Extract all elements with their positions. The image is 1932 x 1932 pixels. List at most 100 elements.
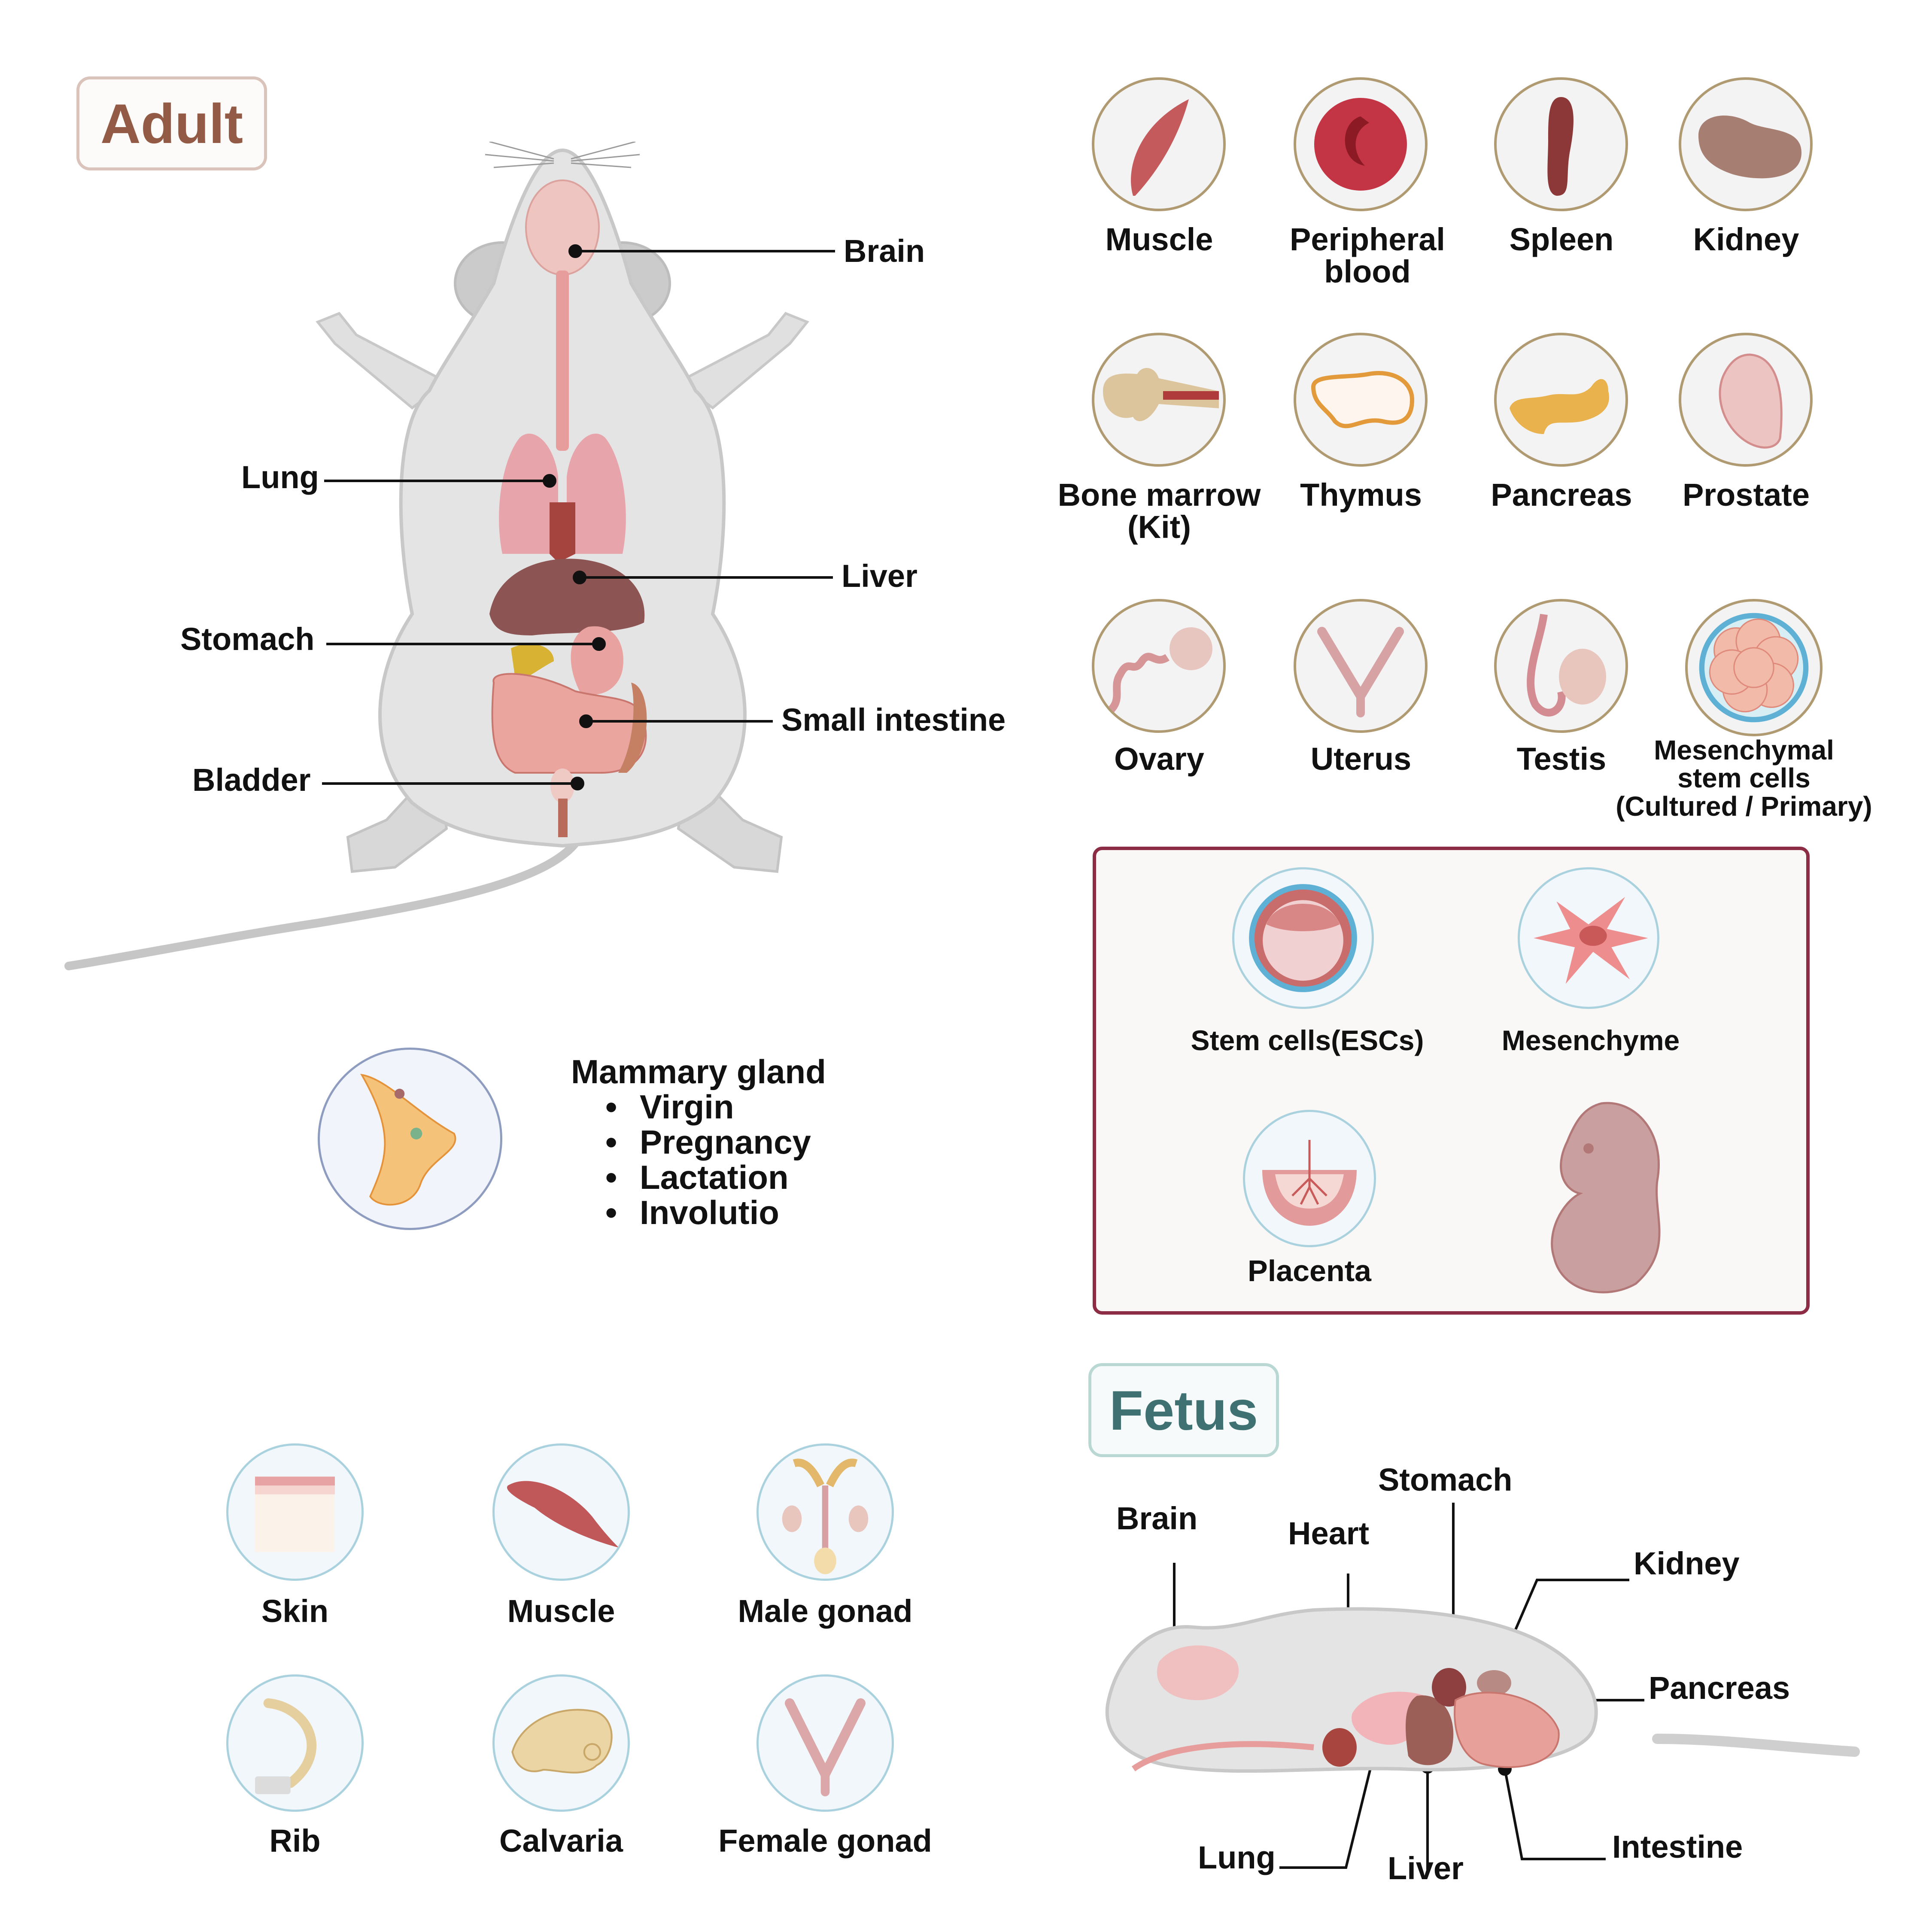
muscle-icon [507,1481,619,1548]
tissue-circle-testis[interactable] [1494,599,1628,733]
adult-spinal-cord [556,270,569,451]
adult-label-small-intestine: Small intestine [781,702,1006,738]
pancreas-icon [1510,379,1609,434]
embryonic-label-stem-cells: Stem cells(ESCs) [1191,1024,1424,1056]
adult-label-stomach: Stomach [180,621,315,657]
tissue-circle-uterus[interactable] [1294,599,1428,733]
embryonic-panel [1093,847,1810,1315]
fetus-label-heart: Heart [1288,1516,1370,1551]
adult-bladder [550,769,574,803]
fetus-badge: Fetus [1088,1363,1279,1457]
tissue-label-prostate: Prostate [1682,477,1810,513]
embryonic-circle-stem-cells[interactable] [1232,867,1374,1009]
muscle-icon [1131,99,1189,196]
female-gonad-icon [784,1698,866,1796]
spleen-icon [1547,97,1574,196]
adult-badge-label: Adult [100,92,243,155]
tissue-circle-muscle[interactable] [1092,77,1226,211]
mouse-body [378,148,747,848]
tissue-circle-kidney[interactable] [1679,77,1813,211]
neonatal-circle-muscle[interactable] [492,1443,630,1581]
embryonic-label-placenta: Placenta [1248,1254,1371,1288]
neonatal-circle-skin[interactable] [226,1443,364,1581]
neonatal-label-male-gonad: Male gonad [738,1593,913,1629]
tissue-label-peripheral-blood: Peripheral blood [1290,222,1445,290]
rib-icon [255,1698,317,1794]
thymus-icon [1311,371,1415,428]
neonatal-label-rib: Rib [269,1823,321,1859]
mesenchymal-cell-icon [1534,897,1648,984]
mammary-gland-circle[interactable] [318,1048,502,1230]
tissue-circle-peripheral-blood[interactable] [1294,77,1428,211]
embryonic-circle-placenta[interactable] [1243,1110,1376,1247]
tissue-circle-prostate[interactable] [1679,333,1813,467]
tissue-circle-spleen[interactable] [1494,77,1628,211]
placenta-icon [1262,1140,1357,1226]
blastocyst-icon [1249,884,1357,992]
adult-stomach [571,626,623,695]
tissue-circle-pancreas[interactable] [1494,333,1628,467]
fetus-heart [1322,1728,1357,1767]
fetus-label-liver: Liver [1388,1850,1464,1886]
stem-cell-cluster-icon [1699,613,1809,723]
mammary-stage-list: Virgin Pregnancy Lactation Involutio [571,1089,826,1230]
tissue-circle-ovary[interactable] [1092,599,1226,733]
mammary-stage-item: Lactation [605,1160,826,1195]
mouse-tail [64,833,584,970]
fetus-label-stomach: Stomach [1378,1462,1513,1498]
tissue-label-muscle: Muscle [1105,222,1213,257]
fetus-liver [1406,1695,1454,1765]
embryo-illustration [1524,1095,1687,1301]
neonatal-circle-calvaria[interactable] [492,1674,630,1812]
embryonic-label-mesenchyme: Mesenchyme [1501,1024,1680,1056]
adult-label-lung: Lung [241,459,319,495]
tissue-circle-mesenchymal-stem-cells[interactable] [1685,599,1823,736]
tissue-label-thymus: Thymus [1300,477,1422,513]
tissue-label-kidney: Kidney [1693,222,1799,257]
tissue-label-ovary: Ovary [1114,741,1204,777]
fetus-illustration [1099,1589,1863,1829]
embryo-icon [1551,1102,1661,1294]
fetus-spinal [1131,1741,1314,1771]
fetus-kidney [1477,1670,1511,1696]
adult-lung [499,434,558,554]
fetus-brain [1157,1645,1239,1700]
adult-mouse-illustration [60,142,876,979]
tissue-label-bone-marrow: Bone marrow (Kit) [1057,477,1261,545]
fetus-stomach [1432,1668,1466,1707]
uterus-icon [1317,627,1404,717]
mammary-gland-icon [360,1073,456,1206]
bone-marrow-icon [1103,368,1219,421]
adult-brain [525,179,600,276]
neonatal-circle-male-gonad[interactable] [756,1443,894,1581]
tissue-label-mesenchymal-stem-cells: Mesenchymal stem cells (Cultured / Prima… [1616,735,1872,822]
tissue-circle-bone-marrow[interactable] [1092,333,1226,467]
fetus-label-intestine: Intestine [1612,1829,1743,1865]
mammary-stage-item: Pregnancy [605,1124,826,1160]
fetus-label-kidney: Kidney [1634,1546,1740,1581]
neonatal-circle-rib[interactable] [226,1674,364,1812]
neonatal-circle-female-gonad[interactable] [756,1674,894,1812]
tissue-circle-thymus[interactable] [1294,333,1428,467]
fetus-tail [1652,1734,1860,1757]
fetus-label-pancreas: Pancreas [1649,1670,1790,1706]
skull-icon [511,1709,613,1774]
tissue-label-testis: Testis [1516,741,1607,777]
tissue-label-spleen: Spleen [1509,222,1614,257]
testis-icon [1527,614,1606,717]
adult-badge: Adult [76,76,267,170]
mammary-stage-item: Involutio [605,1195,826,1230]
male-gonad-icon [782,1458,869,1574]
neonatal-label-calvaria: Calvaria [499,1823,623,1859]
neonatal-label-skin: Skin [261,1593,329,1629]
neonatal-label-muscle: Muscle [507,1593,615,1629]
fetus-label-lung: Lung [1198,1840,1276,1875]
mammary-stage-item: Virgin [605,1089,826,1124]
mammary-gland-stages: Mammary gland Virgin Pregnancy Lactation… [571,1054,826,1230]
mammary-gland-title: Mammary gland [571,1053,826,1091]
prostate-icon [1719,353,1783,449]
embryonic-circle-mesenchyme[interactable] [1518,867,1659,1009]
neonatal-label-female-gonad: Female gonad [718,1823,932,1859]
ovary-icon [1105,627,1212,717]
skin-icon [255,1476,335,1552]
